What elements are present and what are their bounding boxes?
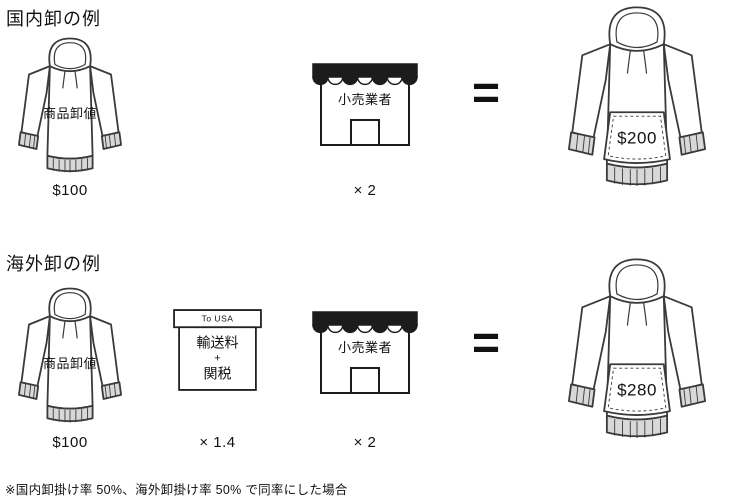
domestic-hoodie-illustration: 商品卸値 (10, 36, 130, 180)
domestic-section-title: 国内卸の例 (6, 9, 101, 29)
overseas-section-title: 海外卸の例 (6, 254, 101, 274)
shipping-box-destination-label: To USA (201, 313, 234, 324)
shipping-box-illustration: To USA 輸送料 + 関税 (171, 302, 264, 397)
overseas-result-hoodie-illustration: $280 (528, 256, 746, 448)
hoodie-with-pocket-icon (567, 258, 707, 439)
domestic-store-illustration: 小売業者 (307, 50, 423, 162)
domestic-result-hoodie-illustration: $200 (528, 4, 746, 196)
shipping-cost-label: 輸送料 (196, 334, 239, 351)
shipping-box-text: 輸送料 + 関税 (197, 335, 239, 384)
shipping-box-multiplier: × 1.4 (199, 434, 236, 451)
overseas-hoodie-price: $100 (52, 434, 88, 451)
domestic-store-multiplier: × 2 (353, 182, 377, 199)
domestic-result-price: $200 (617, 128, 657, 148)
domestic-hoodie-label: 商品卸値 (42, 105, 98, 121)
overseas-hoodie-label: 商品卸値 (42, 355, 98, 371)
overseas-store-illustration: 小売業者 (307, 298, 423, 410)
overseas-equals-sign: = (472, 317, 501, 370)
overseas-store-multiplier: × 2 (353, 434, 377, 451)
overseas-result-price: $280 (617, 380, 657, 400)
footnote-text: ※国内卸掛け率 50%、海外卸掛け率 50% で同率にした場合 (5, 483, 348, 497)
tariff-label: 関税 (203, 365, 232, 382)
overseas-store-label: 小売業者 (337, 340, 393, 356)
overseas-hoodie-illustration: 商品卸値 (10, 286, 130, 430)
hoodie-with-pocket-icon (567, 6, 707, 187)
domestic-hoodie-price: $100 (52, 182, 88, 199)
plus-sign: + (214, 352, 221, 365)
domestic-equals-sign: = (472, 67, 501, 120)
domestic-store-label: 小売業者 (337, 92, 393, 108)
